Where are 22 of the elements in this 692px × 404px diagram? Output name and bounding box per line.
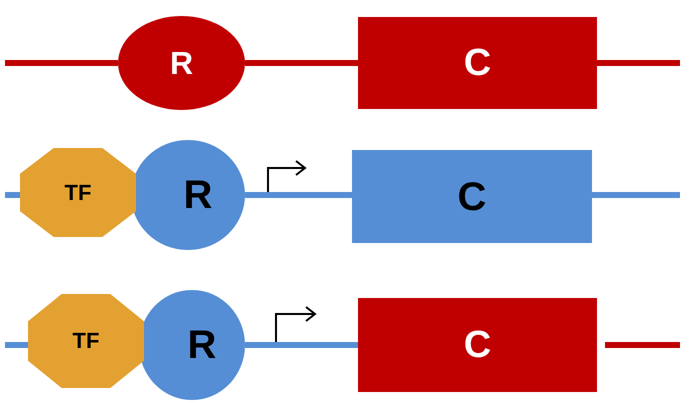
- node-label: C: [458, 176, 486, 216]
- dna-line: [605, 342, 680, 348]
- rectangle-shape: [358, 17, 597, 109]
- node-label: R: [184, 175, 212, 215]
- octagon-shape: [20, 148, 136, 237]
- node-label: TF: [64, 182, 92, 204]
- node-label: R: [188, 325, 216, 365]
- octagon-shape: [28, 294, 144, 388]
- dna-line: [5, 192, 20, 198]
- dna-line: [245, 60, 358, 66]
- node-label: R: [170, 47, 194, 79]
- dna-line: [245, 342, 358, 348]
- node-label: C: [464, 44, 492, 82]
- dna-line: [597, 60, 680, 66]
- dna-line: [592, 192, 680, 198]
- rectangle-shape: [352, 150, 592, 243]
- node-label: TF: [72, 330, 100, 352]
- dna-line: [245, 192, 352, 198]
- dna-line: [5, 60, 118, 66]
- rectangle-shape: [358, 298, 597, 392]
- dna-line: [5, 342, 28, 348]
- node-label: C: [464, 326, 492, 364]
